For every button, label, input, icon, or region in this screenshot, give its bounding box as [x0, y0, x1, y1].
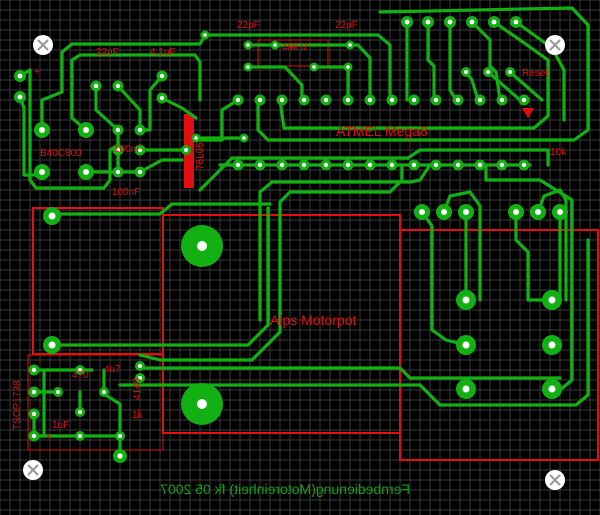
copper-pads [14, 16, 568, 463]
outline-relay [399, 229, 599, 461]
label-cap-22pf-left: 22pF [237, 20, 260, 31]
trace [160, 96, 198, 120]
isp-header [401, 16, 522, 77]
power-supply-pads [14, 70, 191, 180]
trace [442, 190, 482, 302]
trace [426, 20, 436, 102]
trace [194, 98, 240, 142]
trace [514, 210, 554, 302]
trace [246, 65, 304, 102]
mounting-hole [545, 35, 565, 55]
label-cap-1uf: 1uF [52, 420, 69, 431]
label-tsop: TSOP1738 [12, 380, 23, 430]
label-motor-pot: Alps Motorpot [270, 312, 356, 328]
trace [138, 366, 562, 380]
trace [102, 368, 122, 458]
outline-crystal [257, 39, 329, 67]
mcu-pin-row-top [232, 94, 530, 106]
trace [448, 20, 458, 102]
label-cap-22pf-right: 22pF [335, 20, 358, 31]
trace [50, 202, 272, 216]
trace [470, 20, 502, 102]
trace [94, 84, 120, 132]
trace [246, 43, 372, 102]
trace [118, 238, 590, 407]
trace [536, 188, 568, 302]
trace [278, 20, 550, 130]
label-resistor-470: 470 [72, 370, 89, 381]
label-reset: Reset [522, 68, 548, 79]
relay-pads [414, 204, 568, 399]
trace [420, 210, 468, 347]
silkscreen-labels: 22pF 22pF 22uF 4,1uF 4MHz 100nF 100nF 78… [12, 20, 567, 443]
trace [203, 33, 392, 102]
mounting-holes [23, 35, 565, 490]
mounting-hole [33, 35, 53, 55]
label-resistor-10k: 10k [550, 147, 567, 158]
trace [70, 53, 202, 132]
component-outlines [27, 39, 599, 461]
label-mcu: ATMEL Mega8 [336, 123, 428, 139]
label-cap-100nf-a: 100nF [114, 144, 142, 155]
trace [256, 6, 590, 142]
trace [278, 163, 404, 322]
trace [84, 158, 184, 174]
crystal-pads [191, 30, 355, 143]
label-power-pin: + [34, 67, 40, 78]
trace [508, 70, 544, 102]
trace [18, 68, 120, 190]
mounting-hole [23, 460, 43, 480]
label-cap-4u7: 4u7 [104, 364, 121, 375]
trace [32, 412, 122, 438]
label-regulator: 78L05 [195, 142, 206, 170]
label-cap-100nf-b: 100nF [112, 187, 140, 198]
motor-pot-pads [181, 225, 223, 425]
outline-transformer [32, 207, 164, 355]
outline-resistor-block [27, 354, 164, 451]
trace [258, 163, 432, 322]
trace [198, 148, 550, 192]
trace [514, 20, 566, 122]
mcu-pin-row-bottom [232, 159, 530, 171]
label-crystal: 4MHz [282, 42, 308, 53]
board-footer-text: Fernbedienung(Motoreinheit) fk 05 2007 [160, 481, 410, 497]
trace [50, 206, 270, 347]
label-cap-4u1f: 4,1uF [150, 47, 176, 58]
label-power-pin: + [46, 432, 52, 443]
transformer-pads [43, 207, 61, 354]
trace [40, 33, 207, 132]
ir-receiver-pads [28, 361, 145, 463]
label-bridge: B40C800 [40, 148, 82, 159]
trace [116, 84, 142, 132]
label-resistor-1k: 1k [132, 410, 144, 421]
trace [486, 70, 522, 102]
reset-marker [522, 108, 534, 118]
trace [312, 65, 350, 102]
label-diode: 4148 [132, 377, 143, 400]
trace [138, 74, 164, 132]
mounting-hole [545, 470, 565, 490]
label-cap-22uf: 22uF [96, 47, 119, 58]
trace [138, 206, 282, 362]
